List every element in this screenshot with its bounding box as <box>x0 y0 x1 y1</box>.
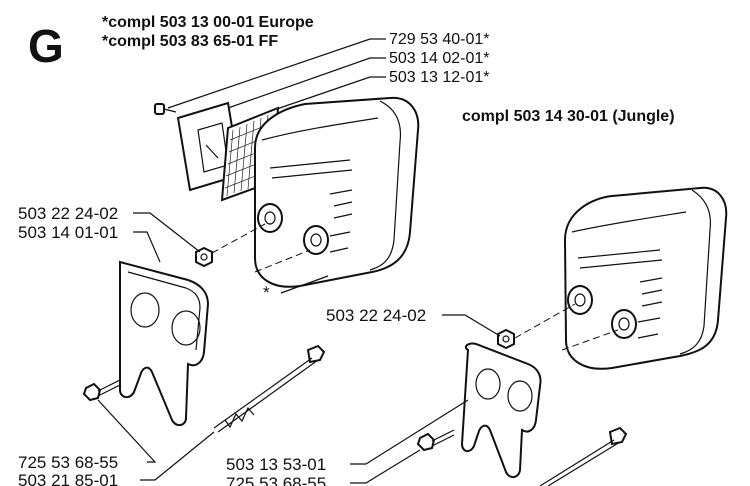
leader-left-bolt <box>140 431 215 481</box>
leader-left-screw <box>97 399 157 463</box>
muffler-europe <box>254 96 420 288</box>
axis-line-right-nut <box>514 303 576 339</box>
label-left-bolt: 503 21 85-01 <box>18 471 118 486</box>
jungle-title: compl 503 14 30-01 (Jungle) <box>462 108 675 125</box>
leader-right-screw <box>350 449 421 484</box>
muffler-jungle <box>563 186 728 370</box>
axis-line-right-lower <box>561 329 619 351</box>
label-right-nut: 503 22 24-02 <box>326 306 426 325</box>
leader-left-nut <box>133 212 201 253</box>
long-bolt-left <box>213 344 326 433</box>
plate-right <box>460 342 542 478</box>
label-right-plate: 503 13 53-01 <box>226 455 326 474</box>
leader-right-plate <box>350 399 469 465</box>
axis-line-lower <box>254 249 311 273</box>
nut-right <box>497 328 515 350</box>
screw-left <box>82 379 121 402</box>
label-left-nut: 503 22 24-02 <box>18 204 118 223</box>
long-bolt-right <box>539 426 628 486</box>
label-left-gasket: 503 14 01-01 <box>18 223 118 242</box>
label-top-3: 503 13 12-01* <box>389 69 490 86</box>
screw-right <box>416 429 455 452</box>
gasket-left <box>119 260 210 426</box>
label-star: * <box>263 283 270 302</box>
leader-right-nut <box>442 314 501 337</box>
leader-top-3 <box>267 76 386 113</box>
leader-top-1 <box>167 38 386 109</box>
screw-top <box>154 103 177 115</box>
label-top-1: 729 53 40-01* <box>389 31 490 48</box>
header-line-1: *compl 503 13 00-01 Europe <box>102 14 314 31</box>
label-right-screw: 725 53 68-55 <box>226 474 326 486</box>
leader-left-gasket <box>133 231 161 263</box>
label-left-screw: 725 53 68-55 <box>18 453 118 472</box>
label-top-2: 503 14 02-01* <box>389 50 490 67</box>
section-letter: G <box>28 20 64 72</box>
axis-line-nut <box>211 223 266 254</box>
nut-left <box>195 246 213 268</box>
leader-top-2 <box>227 57 386 109</box>
header-line-2: *compl 503 83 65-01 FF <box>102 33 278 50</box>
leader-star <box>280 275 329 294</box>
